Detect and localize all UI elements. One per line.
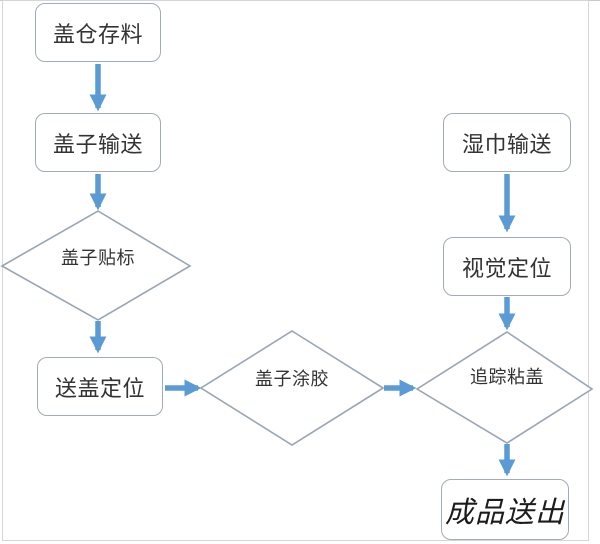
node-cap-labeling-label: 盖子贴标 [61,248,135,268]
node-tracking-stick-label: 追踪粘盖 [470,367,544,387]
node-cap-convey: 盖子输送 [35,113,161,172]
cap-gluing-diamond-shape [199,330,385,446]
cap-labeling-diamond-shape [0,210,192,321]
node-vision-position: 视觉定位 [443,237,571,296]
node-cap-storage: 盖仓存料 [35,3,161,62]
node-cap-feed-position: 送盖定位 [37,357,163,416]
node-cap-gluing-label: 盖子涂胶 [255,369,329,389]
node-product-out: 成品送出 [441,479,569,540]
tracking-stick-diamond-shape [415,331,594,444]
node-wipes-convey: 湿巾输送 [443,113,571,172]
